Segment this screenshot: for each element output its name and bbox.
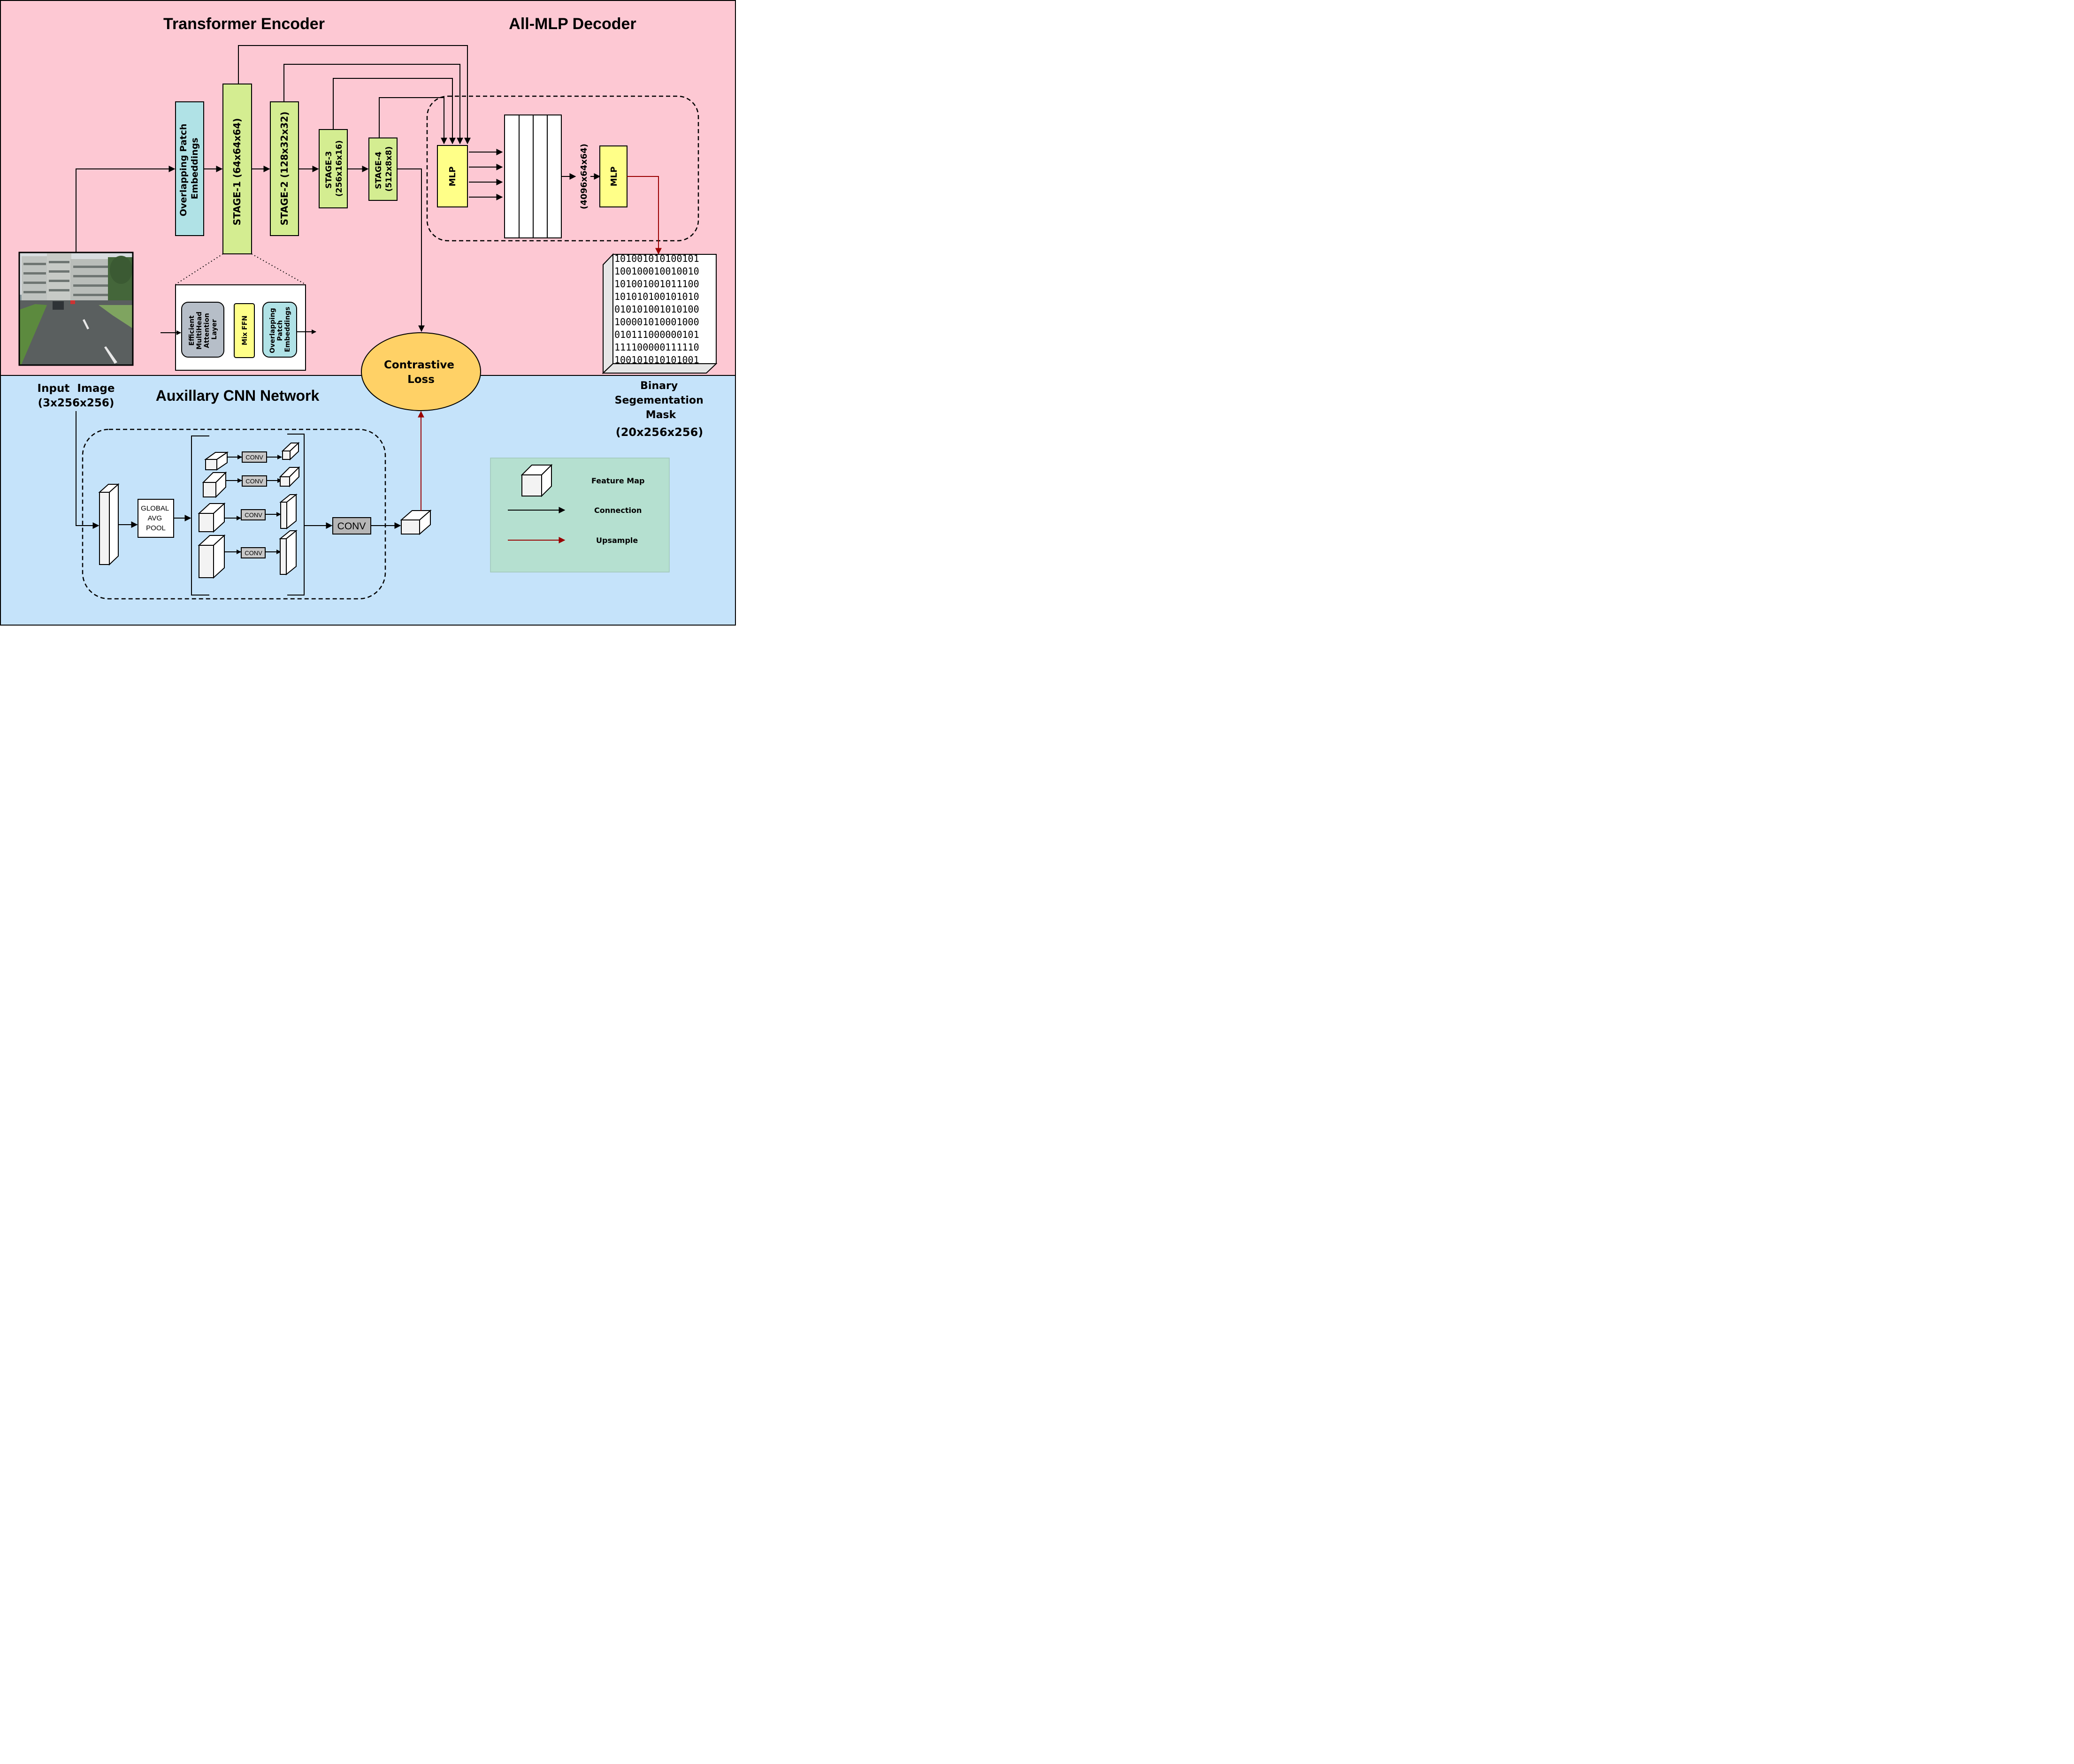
branch-1-conv-label: CONV: [245, 454, 263, 461]
branch-3-conv-label: CONV: [245, 512, 262, 519]
final-conv-label: CONV: [337, 521, 366, 532]
bit-row: 100001010001000: [614, 316, 699, 328]
attention-block: [181, 302, 224, 358]
stage-3-block: [319, 129, 348, 208]
stage-4-label: STAGE-4 (512x8x8): [374, 146, 394, 192]
encoder-title: Transformer Encoder: [163, 15, 325, 33]
branch-2-output-cube: [279, 466, 300, 488]
detail-ope-label: Overlapping Patch Embeddings: [269, 305, 291, 353]
input-dims: (3x256x256): [38, 397, 115, 409]
branch-4-output-slab: [279, 529, 298, 576]
branch-3-input-cube: [198, 502, 226, 533]
binary-mask-output: [602, 253, 718, 374]
concatenated-features: [504, 115, 562, 238]
branch-1-input-cube: [204, 451, 229, 471]
bit-row: 101010100101010: [614, 291, 699, 302]
output-dims: (20x256x256): [616, 426, 704, 439]
branch-2-input-cube: [202, 471, 227, 498]
branch-1-conv-block: [242, 451, 267, 463]
stage-1-label: STAGE-1 (64x64x64): [231, 118, 243, 226]
decoder-dims-label: (4096x64x64): [579, 144, 589, 209]
detail-ope-block: [262, 302, 297, 358]
ope-block: [175, 101, 204, 236]
branch-brackets: [191, 434, 305, 596]
aux-title: Auxillary CNN Network: [156, 387, 320, 404]
mix-ffn-label: Mix FFN: [241, 315, 249, 345]
branch-4-input-cube: [198, 534, 226, 579]
bit-row: 100100010010010: [614, 266, 699, 277]
input-feature-slab: [98, 483, 120, 566]
input-label: Input Image: [38, 382, 115, 395]
legend-connection-label: Connection: [594, 506, 642, 515]
bit-row: 111100000111110: [614, 342, 699, 353]
final-conv-block: [332, 517, 371, 535]
bit-row: 101001010100101: [614, 253, 699, 264]
branch-3-output-slab: [279, 493, 298, 530]
input-to-aux-connection: [76, 411, 99, 529]
decoder-title: All-MLP Decoder: [509, 15, 636, 33]
contrastive-loss-label: Contrastive Loss: [384, 359, 458, 386]
ope-label: Overlapping Patch Embeddings: [178, 121, 200, 216]
attention-label: Efficient MultiHead Attention Layer: [188, 309, 218, 350]
mlp-1-block: [437, 145, 468, 207]
bit-row: 010111000000101: [614, 329, 699, 340]
stage-2-block: [270, 101, 299, 236]
architecture-diagram: Transformer Encoder All-MLP Decoder Auxi…: [0, 0, 736, 626]
mix-ffn-block: [234, 303, 255, 358]
aux-dashed-region: [82, 428, 386, 600]
branch-4-conv-label: CONV: [245, 550, 262, 557]
branch-4-conv-block: [241, 547, 266, 558]
branch-2-conv-block: [242, 475, 267, 487]
bit-row: 101001001011100: [614, 278, 699, 290]
mlp-2-label: MLP: [609, 167, 619, 187]
legend-upsample-label: Upsample: [596, 536, 638, 545]
output-label: Binary Segementation Mask: [615, 380, 707, 421]
legend-box: [490, 458, 670, 573]
branch-3-conv-block: [241, 509, 266, 520]
legend-feature-map-icon: [520, 464, 553, 497]
legend-feature-map-label: Feature Map: [591, 476, 644, 485]
global-avg-pool-label: GLOBAL AVG POOL: [141, 504, 171, 532]
branch-1-output-cube: [281, 442, 300, 461]
contrastive-loss: [361, 332, 481, 411]
encoder-connections: [76, 45, 471, 332]
upsample-arrow-output: [627, 176, 662, 255]
binary-mask-bits: 101001010100101 100100010010010 10100100…: [614, 253, 699, 366]
stage-3-label: STAGE-3 (256x16x16): [324, 140, 344, 197]
branch-2-conv-label: CONV: [245, 478, 263, 485]
stage-2-label: STAGE-2 (128x32x32): [279, 112, 290, 226]
mlp-1-label: MLP: [448, 167, 458, 187]
zoom-lines: [175, 253, 306, 285]
branch-conv-arrows: [224, 455, 282, 554]
bit-row: 010101001010100: [614, 304, 699, 315]
decoder-dashed-region: [426, 95, 699, 242]
input-image: [18, 252, 134, 366]
aux-output-cube: [400, 509, 432, 535]
global-avg-pool-block: [138, 499, 174, 538]
mlp-to-features-arrows: [469, 149, 503, 200]
bit-row: 100101010101001: [614, 354, 699, 366]
